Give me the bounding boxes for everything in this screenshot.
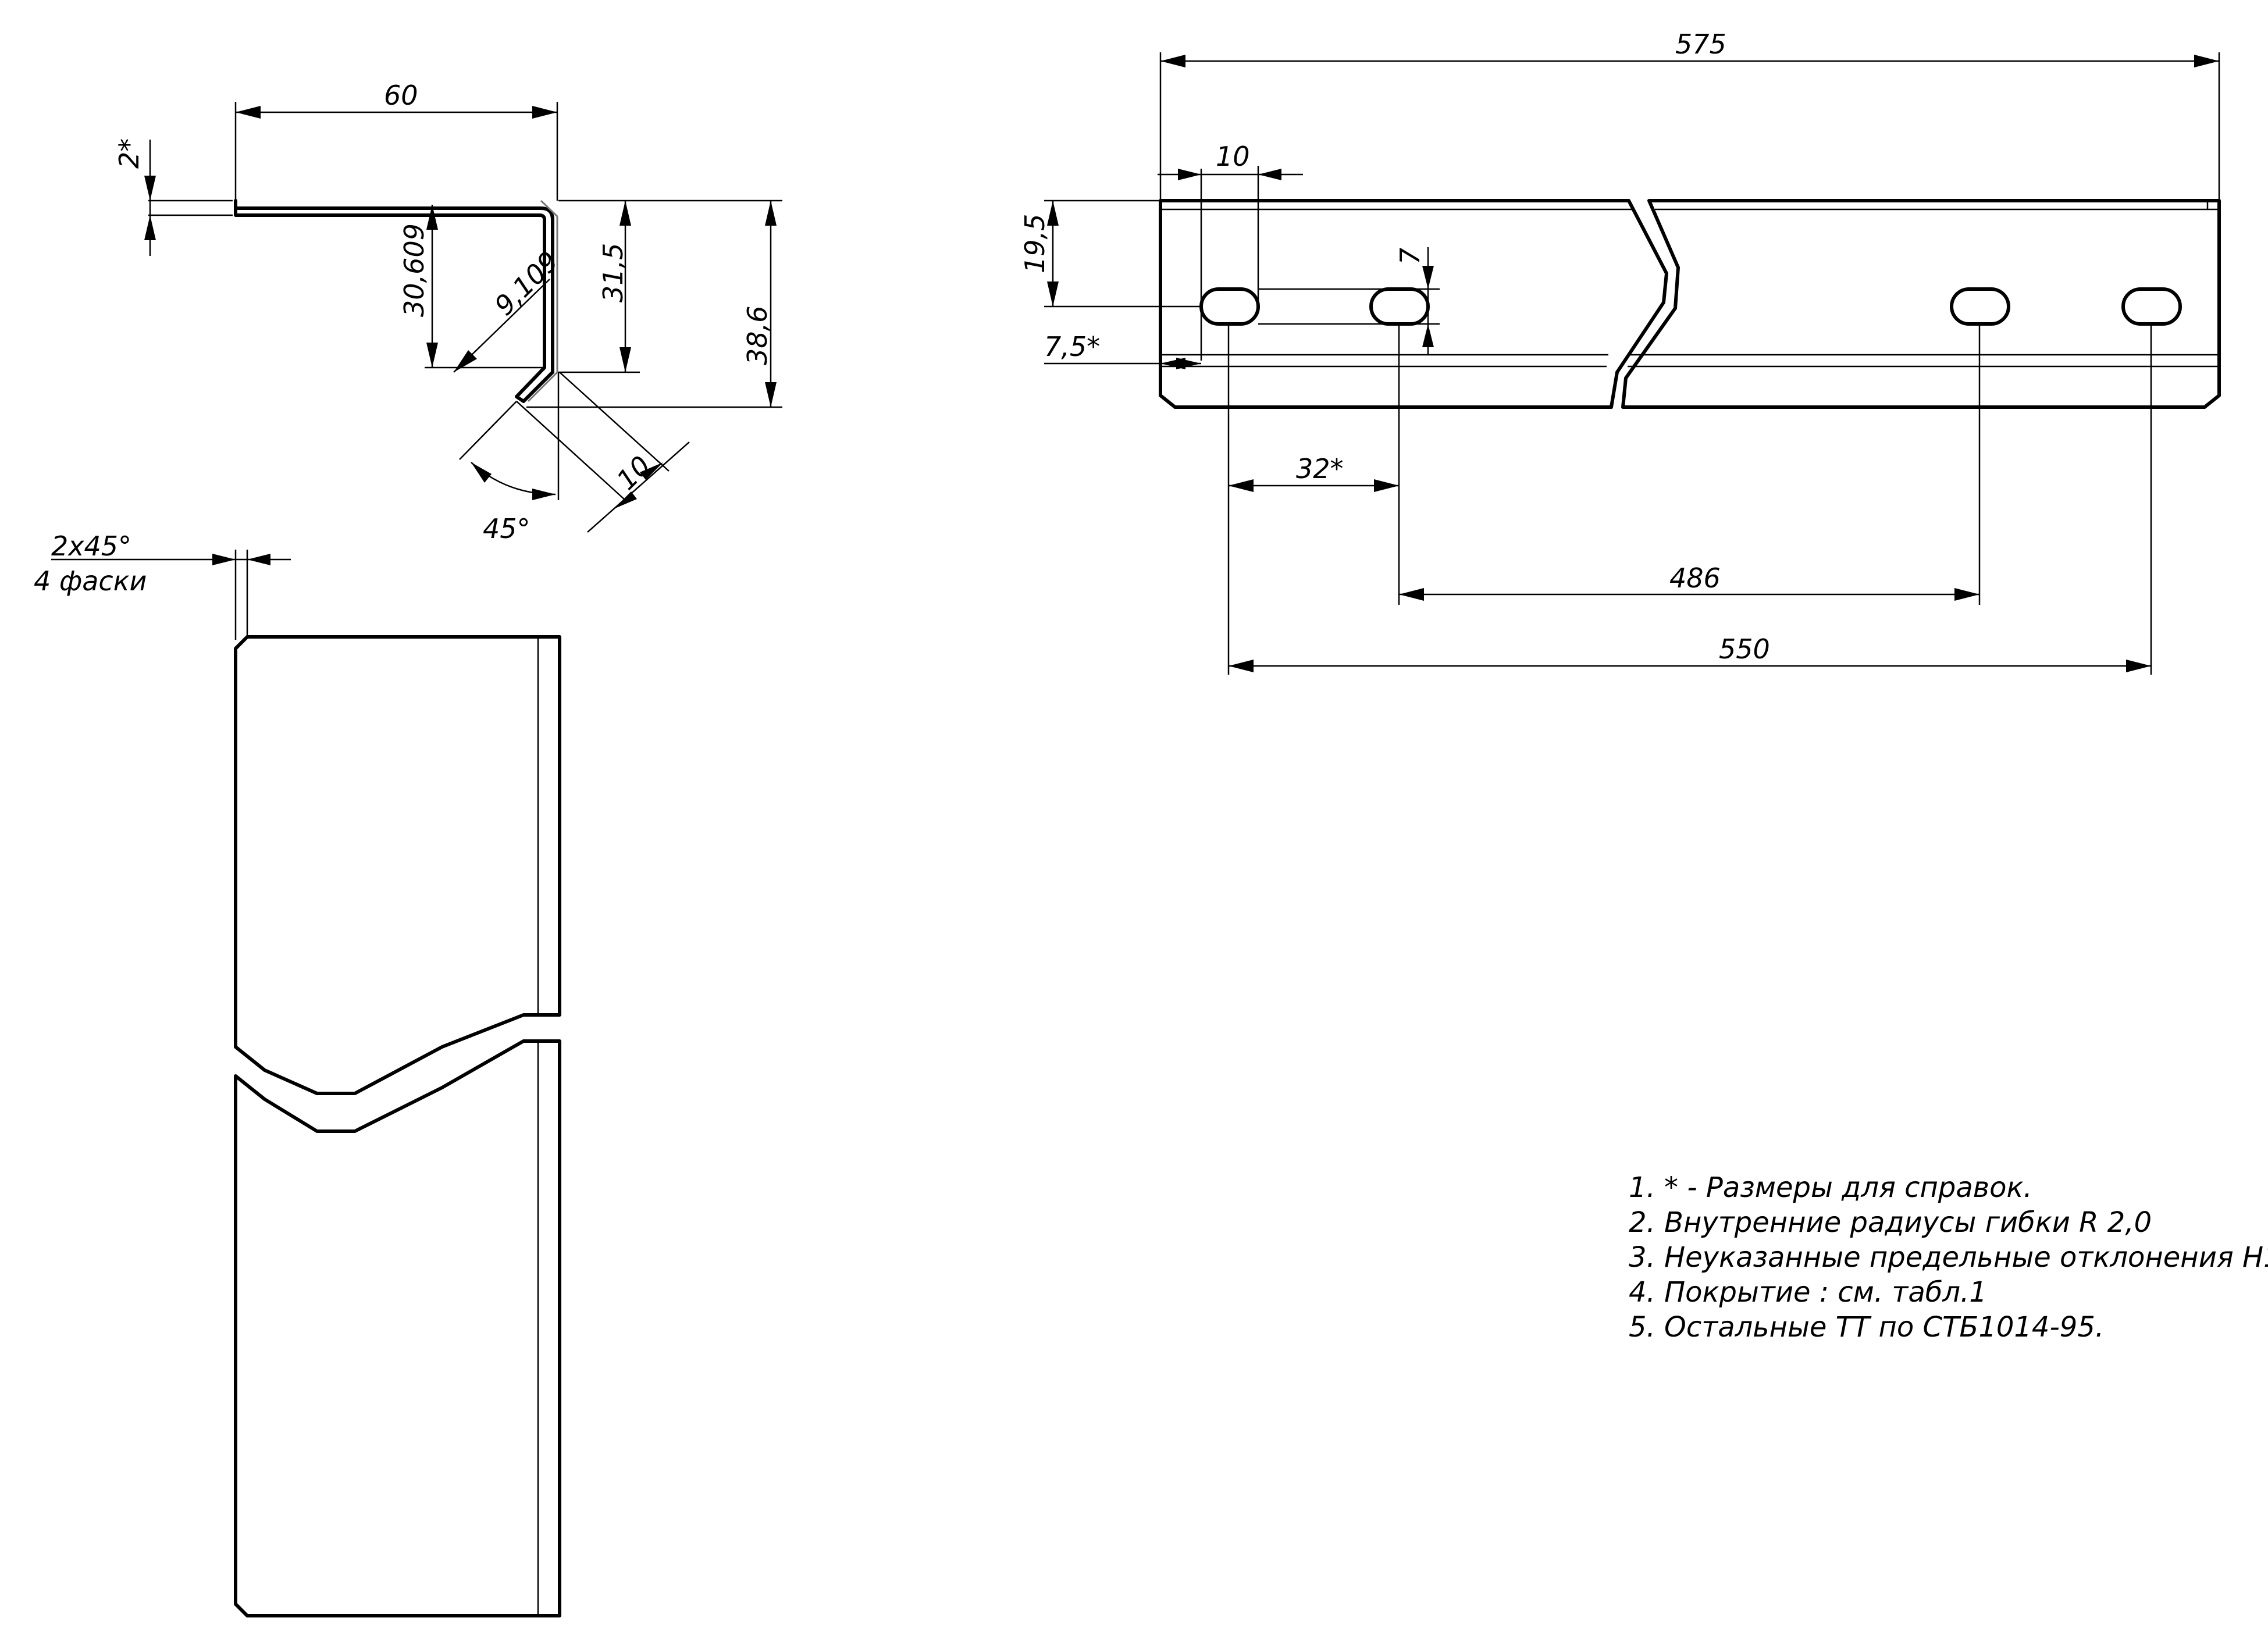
- dim-height-mid: 31,5: [597, 243, 629, 302]
- dim-inner-height: 30,609: [398, 223, 430, 317]
- profile-view: 60 2* 30,609 9,109 31,5 38,6 10: [113, 80, 782, 544]
- note-4: 4. Покрытие : см. табл.1: [1629, 1276, 1987, 1309]
- slot-4: [2121, 287, 2182, 326]
- dim-angle: 45°: [483, 513, 530, 544]
- front-lower-outline: [234, 1039, 561, 1617]
- note-3: 3. Неуказанные предельные отклонения H14…: [1629, 1241, 2268, 1274]
- dim-mid-span: 486: [1669, 562, 1721, 594]
- top-right-outline: [1621, 199, 2221, 409]
- chamfer-size: 2x45°: [51, 530, 131, 562]
- front-upper-outline: [234, 635, 561, 1095]
- dim-thickness: 2*: [113, 138, 145, 169]
- dim-slot-pitch: 32*: [1296, 453, 1344, 484]
- slot-1: [1199, 287, 1260, 326]
- top-view: 575 10 19,5 7 7,5*: [1019, 28, 2221, 675]
- dim-slot-width: 10: [1216, 141, 1250, 172]
- dim-slot-y: 19,5: [1019, 214, 1051, 273]
- slot-2: [1369, 287, 1430, 326]
- note-5: 5. Остальные ТТ по СТБ1014-95.: [1629, 1311, 2104, 1344]
- dim-slot-height: 7: [1394, 248, 1426, 265]
- dim-height-total: 38,6: [742, 306, 773, 365]
- profile-outline: [234, 199, 554, 403]
- top-left-outline: [1159, 199, 1668, 409]
- notes: 1. * - Размеры для справок. 2. Внутренни…: [1629, 1171, 2268, 1344]
- dim-outer-span: 550: [1719, 633, 1770, 665]
- note-2: 2. Внутренние радиусы гибки R 2,0: [1629, 1206, 2152, 1239]
- chamfer-note: 4 фаски: [34, 565, 147, 597]
- dim-edge: 7,5*: [1044, 331, 1100, 362]
- dim-lip: 10: [611, 450, 657, 496]
- slot-3: [1950, 287, 2010, 326]
- dim-length-total: 575: [1675, 28, 1726, 60]
- note-1: 1. * - Размеры для справок.: [1629, 1171, 2032, 1204]
- front-view: 2x45° 4 фаски: [34, 530, 561, 1617]
- dim-width: 60: [384, 80, 418, 111]
